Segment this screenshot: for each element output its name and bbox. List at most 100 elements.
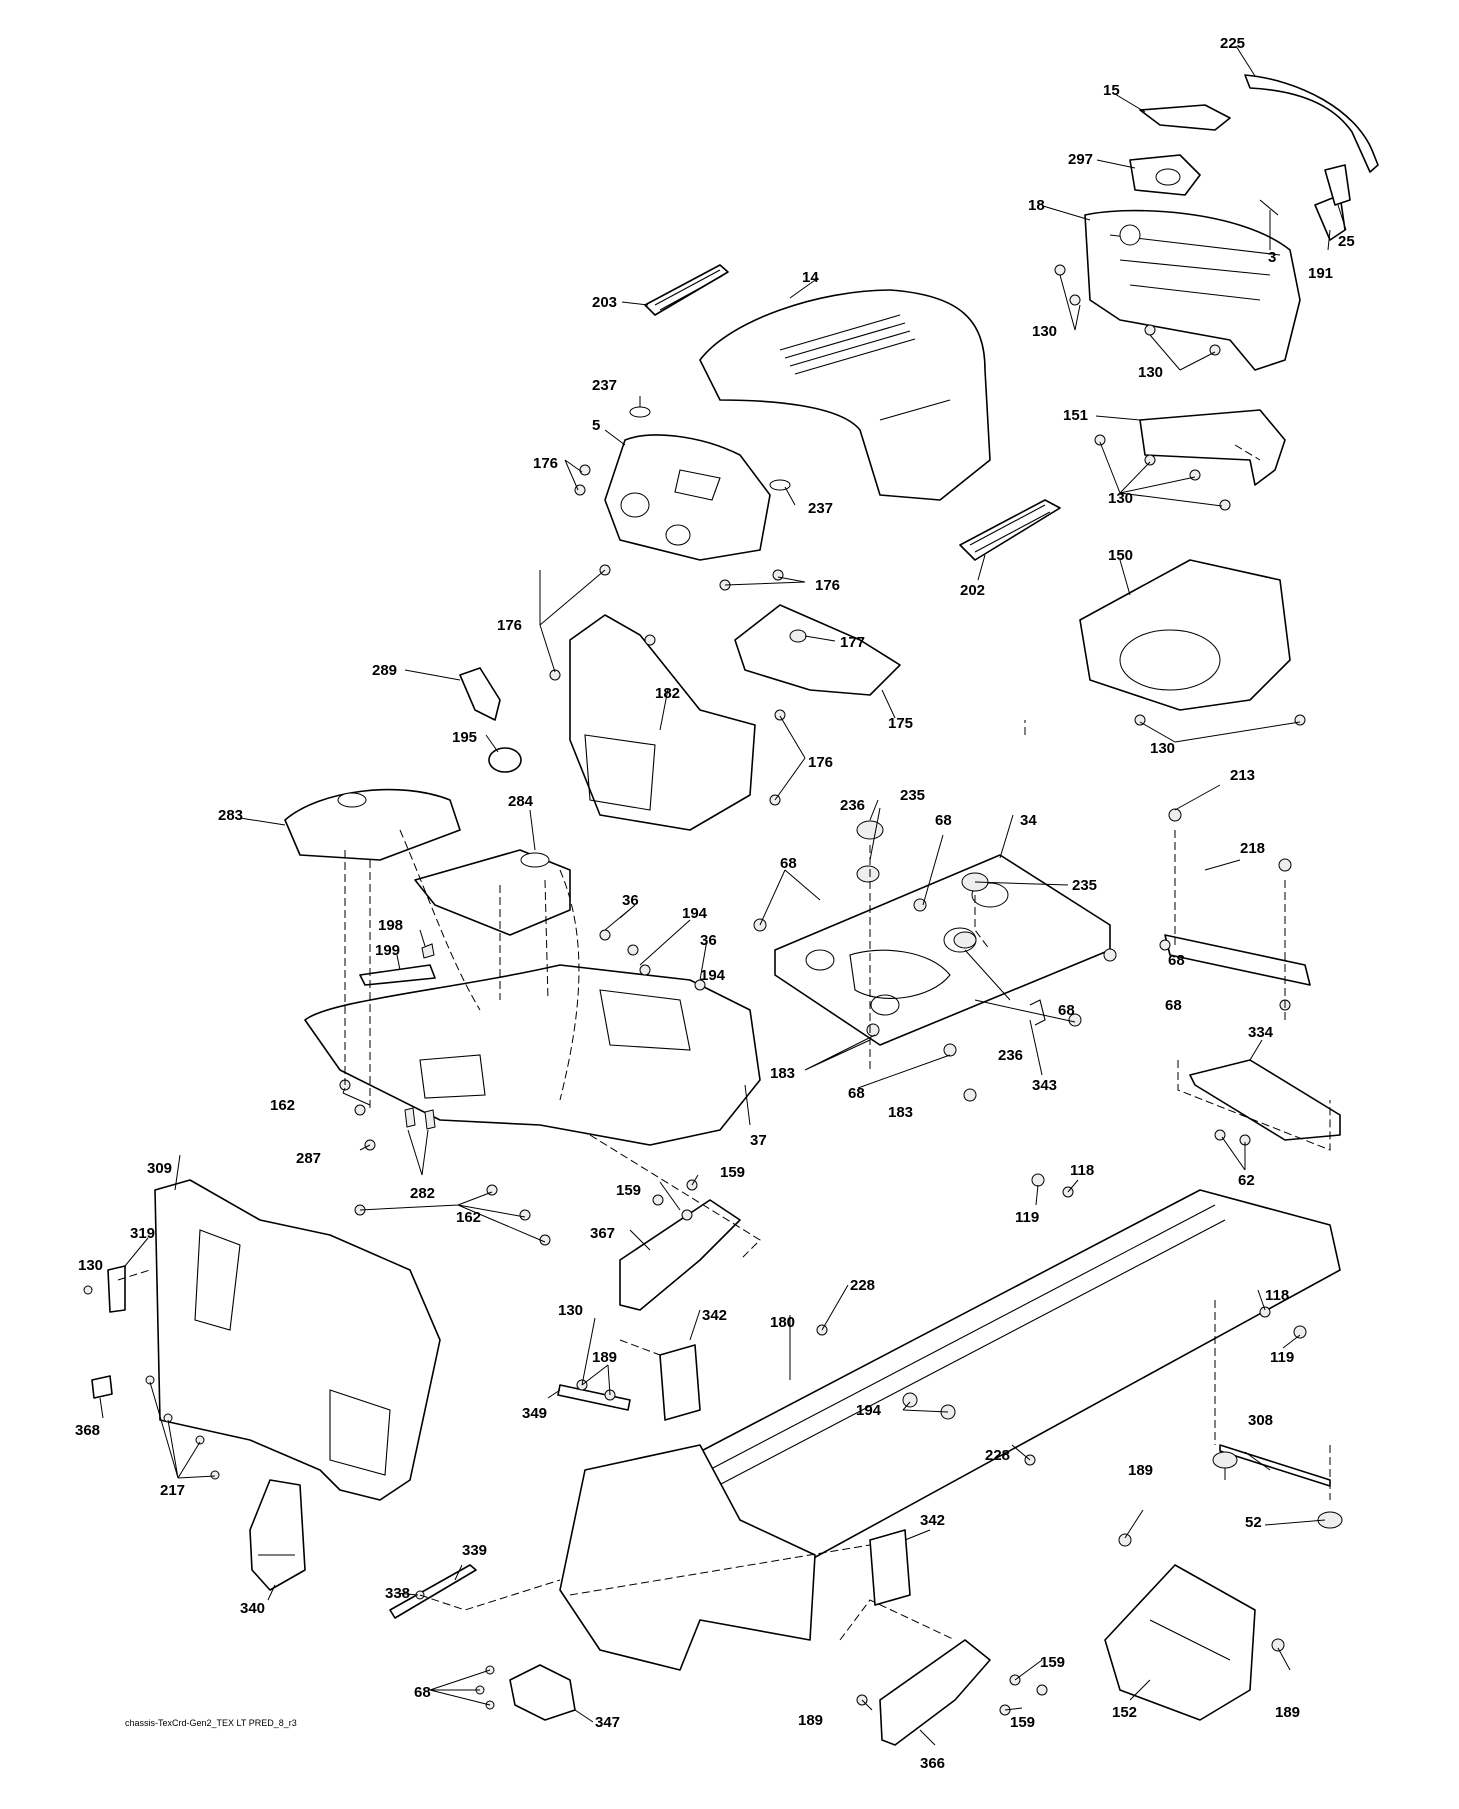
label-118: 118 — [1070, 1162, 1094, 1179]
part-236-bushings[interactable] — [856, 865, 977, 949]
part-15-lens[interactable] — [1139, 104, 1231, 131]
part-151-bracket[interactable] — [1139, 409, 1286, 486]
label-347: 347 — [595, 1714, 620, 1731]
part-34-steering-plate[interactable] — [774, 854, 1111, 1046]
label-309: 309 — [147, 1160, 172, 1177]
label-340: 340 — [240, 1600, 265, 1617]
part-343-spring[interactable] — [1029, 999, 1046, 1026]
label-177: 177 — [840, 634, 865, 651]
label-202: 202 — [960, 582, 985, 599]
part-18-headlight-housing[interactable] — [1084, 209, 1301, 371]
part-217-rod[interactable] — [1219, 1444, 1331, 1487]
part-367-bracket[interactable] — [619, 1199, 741, 1311]
label-151: 151 — [1063, 407, 1088, 424]
part-37-dash-panel[interactable] — [304, 829, 761, 1146]
part-52-bushings[interactable] — [1212, 1451, 1343, 1529]
part-25-bracket[interactable] — [1324, 164, 1351, 206]
label-237: 237 — [592, 377, 617, 394]
label-367: 367 — [590, 1225, 615, 1242]
label-297: 297 — [1068, 151, 1093, 168]
label-308: 217 — [160, 1482, 185, 1499]
part-309-front-grille[interactable] — [154, 1179, 441, 1501]
part-203-vent[interactable] — [644, 264, 729, 316]
part-191-light[interactable] — [1314, 194, 1346, 241]
label-68: 68 — [414, 1684, 431, 1701]
label-176: 176 — [808, 754, 833, 771]
label-182: 182 — [655, 685, 680, 702]
part-180-frame[interactable] — [559, 1189, 1341, 1671]
label-130: 130 — [1138, 364, 1163, 381]
label-152: 152 — [1112, 1704, 1137, 1721]
label-150: 150 — [1108, 547, 1133, 564]
part-342-bracket-top[interactable] — [659, 1344, 701, 1421]
label-189: 189 — [1128, 1462, 1153, 1479]
part-282-clips[interactable] — [404, 1107, 436, 1130]
part-218-bar[interactable] — [1164, 934, 1311, 986]
part-349-bar[interactable] — [557, 1384, 631, 1411]
label-159: 159 — [720, 1164, 745, 1181]
label-289: 289 — [372, 662, 397, 679]
label-236: 236 — [840, 797, 865, 814]
label-283: 283 — [218, 807, 243, 824]
part-284-cover[interactable] — [414, 849, 571, 936]
label-175: 175 — [888, 715, 913, 732]
label-368: 368 — [75, 1422, 100, 1439]
diagram-caption: chassis-TexCrd-Gen2_TEX LT PRED_8_r3 — [125, 1718, 297, 1728]
label-203: 203 — [592, 294, 617, 311]
part-340-pedal[interactable] — [249, 1479, 306, 1591]
part-199-decal[interactable] — [359, 964, 436, 986]
part-334-bracket[interactable] — [1189, 1059, 1341, 1141]
part-177-clip[interactable] — [789, 629, 807, 643]
label-343: 343 — [1032, 1077, 1057, 1094]
part-195-plug[interactable] — [488, 747, 522, 773]
label-349: 349 — [522, 1405, 547, 1422]
part-347-bracket[interactable] — [509, 1664, 576, 1721]
part-235-bushings[interactable] — [856, 820, 989, 892]
part-225-lens-trim[interactable] — [1244, 74, 1379, 173]
part-283-cover[interactable] — [284, 788, 461, 861]
label-342: 342 — [702, 1307, 727, 1324]
fasteners — [83, 264, 1307, 1716]
part-366-bracket[interactable] — [879, 1639, 991, 1746]
part-labels: 225 15 297 18 3 25 191 203 14 130 130 23… — [75, 35, 1355, 1772]
part-198-clip[interactable] — [421, 943, 435, 959]
part-182-front-cover[interactable] — [569, 614, 756, 831]
label-62: 62 — [1238, 1172, 1255, 1189]
label-282: 282 — [410, 1185, 435, 1202]
label-183: 183 — [770, 1065, 795, 1082]
label-159: 159 — [1040, 1654, 1065, 1671]
label-180: 180 — [770, 1314, 795, 1331]
part-289-bracket[interactable] — [459, 667, 501, 721]
part-297-cover[interactable] — [1129, 154, 1201, 196]
part-14-hood[interactable] — [699, 289, 991, 501]
part-150-air-shroud[interactable] — [1079, 559, 1291, 711]
part-175-bracket[interactable] — [734, 604, 901, 696]
label-189: 189 — [1275, 1704, 1300, 1721]
part-202-vent[interactable] — [959, 499, 1061, 561]
part-342-bracket-bottom[interactable] — [869, 1529, 911, 1606]
label-68: 68 — [935, 812, 952, 829]
label-189: 189 — [798, 1712, 823, 1729]
label-3: 3 — [1268, 249, 1276, 266]
label-25: 25 — [1338, 233, 1355, 250]
part-339-lever[interactable] — [389, 1564, 477, 1619]
label-217: 308 — [1248, 1412, 1273, 1429]
label-159: 159 — [616, 1182, 641, 1199]
label-176: 176 — [533, 455, 558, 472]
label-189: 189 — [592, 1349, 617, 1366]
label-366: 366 — [920, 1755, 945, 1772]
label-342: 342 — [920, 1512, 945, 1529]
label-319: 319 — [130, 1225, 155, 1242]
part-5-dash-cover[interactable] — [604, 434, 771, 561]
part-319-clip[interactable] — [107, 1265, 126, 1313]
label-176: 176 — [815, 577, 840, 594]
label-228: 228 — [985, 1447, 1010, 1464]
label-191: 191 — [1308, 265, 1333, 282]
part-3-clip[interactable] — [1259, 199, 1279, 216]
part-152-cover[interactable] — [1104, 1564, 1256, 1721]
label-194: 194 — [700, 967, 726, 984]
part-368-clip[interactable] — [91, 1375, 113, 1399]
label-194: 194 — [856, 1402, 882, 1419]
label-225: 225 — [1220, 35, 1245, 52]
label-68: 68 — [780, 855, 797, 872]
